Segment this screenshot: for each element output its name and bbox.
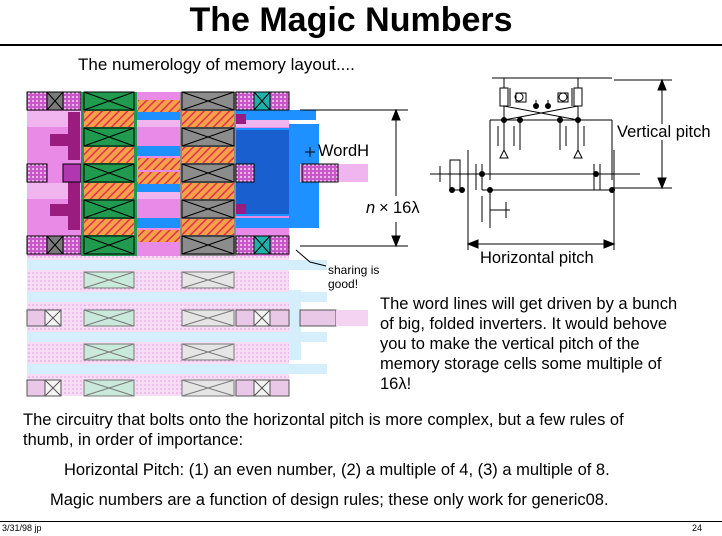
n-label: n bbox=[366, 199, 376, 217]
sharing-label-line2: good! bbox=[328, 277, 359, 291]
horizontal-pitch-label: Horizontal pitch bbox=[480, 249, 594, 267]
word-lines-line: 16λ! bbox=[380, 375, 412, 393]
footer-page-number: 24 bbox=[692, 523, 703, 533]
horizontal-pitch-rule: Horizontal Pitch: (1) an even number, (2… bbox=[64, 461, 610, 479]
plus-marker bbox=[305, 147, 315, 157]
slide-title: The Magic Numbers bbox=[189, 1, 513, 39]
memory-layout-colored bbox=[26, 91, 368, 256]
sharing-label-line1: sharing is bbox=[328, 263, 380, 277]
word-lines-line: you to make the vertical pitch of the bbox=[380, 335, 640, 353]
vertical-pitch-label: Vertical pitch bbox=[617, 123, 711, 141]
times-label: × bbox=[379, 199, 389, 217]
circuitry-paragraph: The circuitry that bolts onto the horizo… bbox=[23, 410, 624, 450]
word-lines-line: of big, folded inverters. It would behov… bbox=[380, 315, 668, 333]
title-divider bbox=[0, 44, 722, 46]
sixteen-lambda-label: 16λ bbox=[393, 199, 420, 217]
word-h-label: WordH bbox=[318, 142, 370, 160]
word-lines-line: memory storage cells some multiple of bbox=[380, 355, 662, 373]
sharing-pointer bbox=[295, 249, 327, 267]
memory-layout-faded bbox=[26, 249, 368, 397]
footer-date: 3/31/98 jp bbox=[2, 523, 42, 533]
slide-subtitle: The numerology of memory layout.... bbox=[78, 55, 355, 74]
horizontal-pitch-dimension bbox=[466, 239, 616, 250]
vertical-pitch-dimension bbox=[614, 78, 672, 190]
circuitry-line: thumb, in order of importance: bbox=[23, 431, 244, 449]
schematic-nodes bbox=[449, 103, 615, 193]
footer-divider bbox=[0, 521, 722, 522]
n-times-16-lambda-dimension bbox=[300, 108, 408, 248]
magic-numbers-rule: Magic numbers are a function of design r… bbox=[50, 491, 609, 509]
circuitry-line: The circuitry that bolts onto the horizo… bbox=[23, 411, 624, 429]
word-lines-paragraph: The word lines will get driven by a bunc… bbox=[380, 294, 677, 394]
word-lines-line: The word lines will get driven by a bunc… bbox=[380, 295, 678, 313]
